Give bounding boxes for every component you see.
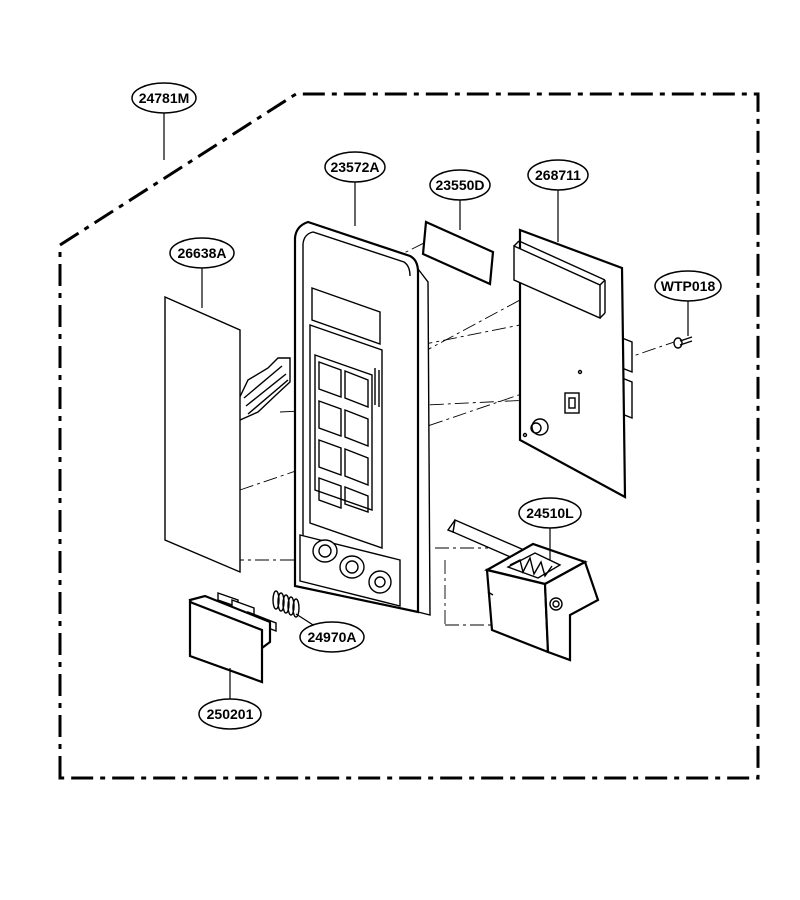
label-control-panel: 23572A: [330, 159, 379, 175]
label-door-button: 250201: [207, 706, 254, 722]
label-spring: 24970A: [307, 629, 356, 645]
leader-lines: [163, 113, 689, 700]
pcb-part: [513, 228, 633, 499]
panel-knobs: [312, 539, 392, 594]
membrane-switch-part: [164, 295, 291, 574]
label-pcb: 268711: [535, 167, 581, 183]
callout-control-panel: 23572A: [324, 151, 386, 183]
control-panel-part: [293, 220, 431, 616]
label-display-window: 23550D: [435, 177, 484, 193]
label-membrane-switch: 26638A: [177, 245, 226, 261]
callout-pcb: 268711: [527, 159, 589, 191]
display-window-part: [421, 220, 495, 286]
callout-door-latch-lever: 24510L: [518, 497, 582, 529]
callout-screw: WTP018: [654, 270, 722, 302]
label-screw: WTP018: [661, 278, 716, 294]
keypad-buttons: [318, 361, 369, 513]
callout-spring: 24970A: [299, 621, 365, 653]
callout-door-button: 250201: [198, 698, 262, 730]
door-button-part: [188, 592, 277, 684]
callout-display-window: 23550D: [429, 169, 491, 201]
callout-membrane-switch: 26638A: [169, 237, 235, 269]
label-assembly: 24781M: [139, 90, 190, 106]
spring-part: [272, 590, 300, 618]
label-door-latch-lever: 24510L: [526, 505, 574, 521]
screw-part: [673, 336, 693, 349]
assembly-boundary: [58, 92, 760, 780]
callout-assembly: 24781M: [131, 82, 197, 114]
door-latch-lever-part: [446, 519, 600, 662]
